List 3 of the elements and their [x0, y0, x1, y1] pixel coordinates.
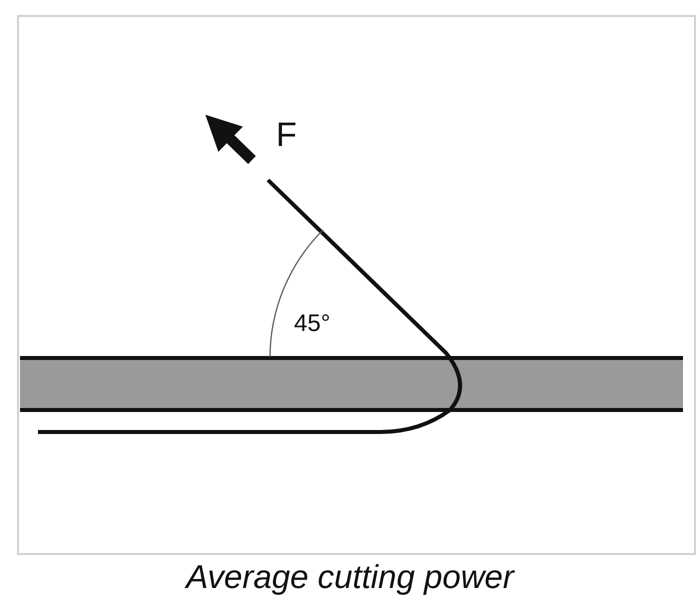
force-label: F	[276, 118, 297, 152]
angle-label: 45°	[294, 312, 330, 336]
caption: Average cutting power	[184, 560, 516, 593]
